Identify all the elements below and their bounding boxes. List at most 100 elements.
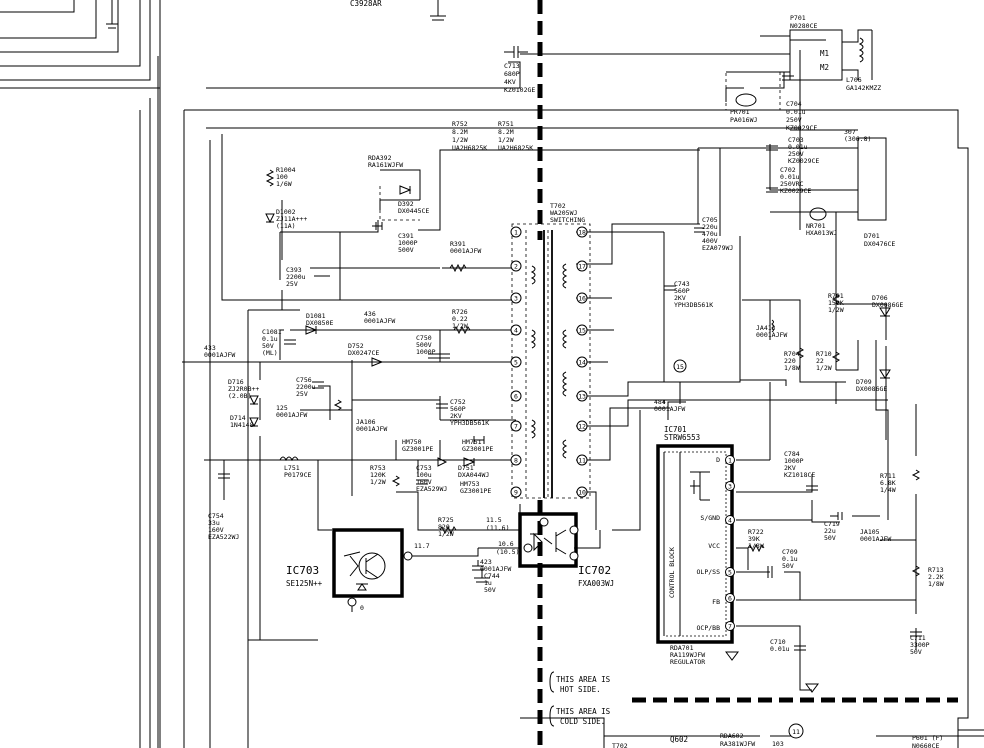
c754-label-1: C754 bbox=[208, 512, 224, 520]
c754-label-2: 33u bbox=[208, 519, 220, 527]
t702-pin-6 bbox=[510, 390, 522, 402]
rda392-label-2: RA161WJFW bbox=[368, 161, 403, 169]
t702-pin-4 bbox=[510, 324, 522, 336]
r726-label-2: 0.22 bbox=[452, 315, 468, 323]
t702-pin-label-1: 1 bbox=[514, 228, 518, 236]
c756-label-1: C756 bbox=[296, 376, 312, 384]
c752-label-4: YPH3DB561K bbox=[450, 419, 489, 427]
r752-label-2: 8.2M bbox=[452, 128, 468, 136]
ic701-box bbox=[656, 444, 734, 644]
r751-label-1: R751 bbox=[498, 120, 514, 128]
r722-label-3: 1/8W bbox=[748, 542, 764, 550]
l706-label-2: GA142KMZZ bbox=[846, 84, 881, 92]
voltage-0: 0 bbox=[360, 604, 364, 612]
r1004-label-1: R1004 bbox=[276, 166, 296, 174]
d709-label-2: DX0086GE bbox=[856, 385, 887, 393]
t702-pin-label-15: 15 bbox=[578, 326, 586, 334]
t702-pin-label-7: 7 bbox=[514, 422, 518, 430]
d751-label-2: DXA044WJ bbox=[458, 471, 489, 479]
t702-pin-label-12: 12 bbox=[578, 422, 586, 430]
c713-label-3: 4KV bbox=[504, 78, 516, 86]
ic701-pin-name-6: OCP/BB bbox=[697, 624, 721, 632]
j125-label-1: 125 bbox=[276, 404, 288, 412]
isolation-boundary bbox=[379, 0, 958, 748]
t702-pin-label-3: 3 bbox=[514, 294, 518, 302]
ic701-pin-1 bbox=[725, 455, 735, 465]
note-brackets bbox=[549, 671, 555, 727]
component-labels: C713680P4KVKZ0102GEP701N0280CEL706GA142K… bbox=[204, 0, 944, 748]
r710-label-1: R710 bbox=[816, 350, 832, 358]
r711-label-3: 1/4W bbox=[880, 486, 896, 494]
r753-label-3: 1/2W bbox=[370, 478, 386, 486]
l751-label-1: L751 bbox=[284, 464, 300, 472]
d1081-label-2: DX0850E bbox=[306, 319, 333, 327]
r701-label-1: R701 bbox=[828, 292, 844, 300]
rda701-label-2: RA119WJFW bbox=[670, 651, 705, 659]
j423-label-2: 0001AJFW bbox=[480, 565, 511, 573]
c713-label-4: KZ0102GE bbox=[504, 86, 535, 94]
c702-label-3: 250VRC bbox=[780, 180, 804, 188]
rda602-label-1: RDA602 bbox=[720, 732, 744, 740]
c752-label-1: C752 bbox=[450, 398, 466, 406]
ja106-label-2: 0001AJFW bbox=[356, 425, 387, 433]
t702-label-1: T702 bbox=[550, 202, 566, 210]
nr701-label-2: HXA013WJ bbox=[806, 229, 837, 237]
ic701-pin-3 bbox=[725, 481, 735, 491]
c752-label-3: 2KV bbox=[450, 412, 462, 420]
t702-pin-15 bbox=[576, 324, 588, 336]
r726-label-3: 1/2W bbox=[452, 322, 468, 330]
r751-label-3: 1/2W bbox=[498, 136, 514, 144]
d706-label-2: DX0086GE bbox=[872, 301, 903, 309]
r725-label-2: 820 bbox=[438, 523, 450, 531]
c702-label-1: C702 bbox=[780, 166, 796, 174]
r752-label-1: R752 bbox=[452, 120, 468, 128]
j433-label-1: 433 bbox=[204, 344, 216, 352]
ic703-box bbox=[332, 528, 413, 612]
secondary-winding-2 bbox=[562, 329, 568, 349]
d706-label-1: D706 bbox=[872, 294, 888, 302]
c704-label-4: KZ0029CE bbox=[786, 124, 817, 132]
c705-label-2: 220u bbox=[702, 223, 718, 231]
t702-pin-12 bbox=[576, 420, 588, 432]
c713-label-2: 680P bbox=[504, 70, 520, 78]
ja106-label-1: JA106 bbox=[356, 418, 376, 426]
t702-pin-11 bbox=[576, 454, 588, 466]
c752-label-2: 560P bbox=[450, 405, 466, 413]
t702-pin-label-6: 6 bbox=[514, 392, 518, 400]
r751-label-2: 8.2M bbox=[498, 128, 514, 136]
ic701-pin-name-3: VCC bbox=[708, 542, 720, 550]
c754-label-4: EZA522WJ bbox=[208, 533, 239, 541]
t702-pin-label-16: 16 bbox=[578, 294, 586, 302]
hm751-label-1: HM751 bbox=[462, 438, 482, 446]
p601-label-1: P601 (F) bbox=[912, 734, 943, 742]
nr701-label-1: NR701 bbox=[806, 222, 826, 230]
c704-label-2: 0.01u bbox=[786, 108, 806, 116]
j484-label-1: 484 bbox=[654, 398, 666, 406]
j433-label-2: 0001AJFW bbox=[204, 351, 235, 359]
rda701-label-3: REGULATOR bbox=[670, 658, 705, 666]
ic701-pin-4 bbox=[725, 515, 735, 525]
d1002-label-3: (11A) bbox=[276, 222, 296, 230]
c1081-label-3: 50V bbox=[262, 342, 274, 350]
t702-pin-label-18: 18 bbox=[578, 228, 586, 236]
t702-pin-label-9: 9 bbox=[514, 488, 518, 496]
rda701-label-1: RDA701 bbox=[670, 644, 694, 652]
r711-label-1: R711 bbox=[880, 472, 896, 480]
r701-label-2: 150K bbox=[828, 299, 844, 307]
c743-label-3: 2KV bbox=[674, 294, 686, 302]
d1002-label-1: D1002 bbox=[276, 208, 296, 216]
c719-label-3: 50V bbox=[824, 534, 836, 542]
t702-pin-label-5: 5 bbox=[514, 358, 518, 366]
d1081-label-1: D1081 bbox=[306, 312, 326, 320]
c702-label-2: 0.01u bbox=[780, 173, 800, 181]
d392-label-2: DX0445CE bbox=[398, 207, 429, 215]
ja105-label-1: JA105 bbox=[860, 528, 880, 536]
voltage-10-5: (10.5) bbox=[496, 548, 519, 556]
hm750-label-1: HM750 bbox=[402, 438, 422, 446]
p701-label-2: N0280CE bbox=[790, 22, 817, 30]
ic701-pin-label-3: 3 bbox=[728, 482, 732, 490]
t702-pin-label-8: 8 bbox=[514, 456, 518, 464]
d716-label-3: (2.0B) bbox=[228, 392, 251, 400]
